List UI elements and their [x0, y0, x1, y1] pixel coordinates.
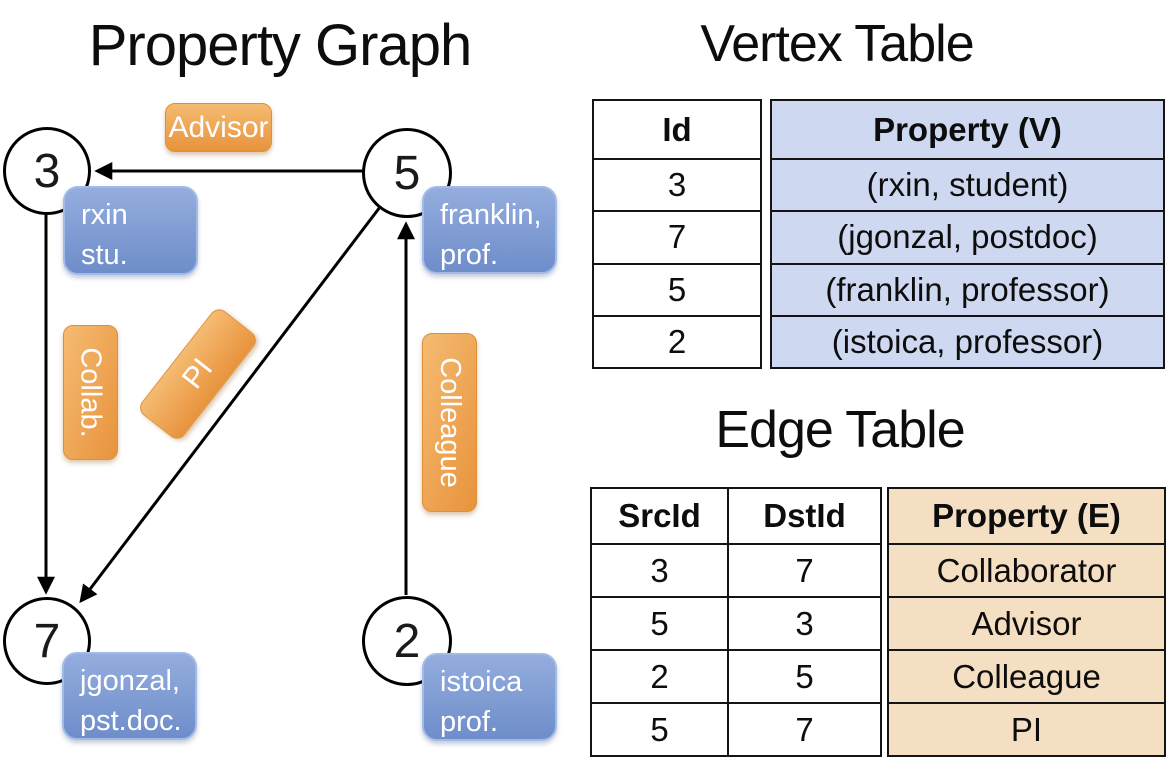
edge-table-title: Edge Table: [715, 401, 965, 459]
vertex-id: 2: [393, 614, 421, 668]
edge-table-property-column: Property (E) Collaborator Advisor Collea…: [887, 487, 1166, 757]
table-cell: 7: [727, 543, 880, 596]
table-cell: 2: [592, 649, 727, 702]
table-cell: 3: [727, 596, 880, 649]
table-cell: PI: [889, 702, 1164, 755]
edge-label-collab: Collab.: [63, 325, 118, 460]
table-cell: (istoica, professor): [772, 314, 1163, 367]
table-cell: Colleague: [889, 649, 1164, 702]
vertex-property-box-rxin: rxin stu.: [63, 186, 198, 275]
vertex-property-line: istoica: [440, 666, 523, 698]
edge-label-text: PI: [175, 352, 220, 396]
vertex-property-line: pst.doc.: [80, 705, 182, 737]
edge-label-advisor: Advisor: [165, 103, 272, 152]
table-cell: 5: [592, 596, 727, 649]
vertex-table-header-id: Id: [662, 110, 692, 148]
vertex-property-box-istoica: istoica prof.: [422, 653, 557, 741]
vertex-property-line: rxin: [81, 199, 128, 231]
edge-table-header-property: Property (E): [932, 497, 1121, 534]
table-cell: 2: [594, 314, 760, 367]
vertex-table-title: Vertex Table: [700, 15, 974, 73]
edge-table-header-dstid: DstId: [727, 489, 880, 543]
table-cell: 5: [594, 262, 760, 315]
vertex-id: 5: [393, 146, 421, 200]
edge-label-text: Colleague: [434, 357, 467, 488]
vertex-property-line: prof.: [440, 239, 499, 271]
vertex-property-line: prof.: [440, 706, 499, 738]
edge-table-id-columns: SrcId DstId 3 7 5 3 2 5 5 7: [590, 487, 882, 757]
table-cell: Advisor: [889, 596, 1164, 649]
vertex-table-header-property: Property (V): [873, 110, 1062, 148]
vertex-id: 3: [33, 144, 61, 198]
edge-label-text: Collab.: [75, 347, 107, 438]
table-cell: 5: [727, 649, 880, 702]
vertex-node-2: 2: [362, 596, 452, 686]
vertex-property-line: franklin,: [440, 199, 542, 231]
table-cell: 5: [592, 702, 727, 755]
vertex-property-line: stu.: [81, 239, 128, 271]
edge-label-text: Advisor: [168, 110, 269, 144]
vertex-property-box-franklin: franklin, prof.: [422, 186, 557, 274]
table-cell: 3: [592, 543, 727, 596]
graph-edges: [37, 162, 415, 604]
table-cell: (franklin, professor): [772, 262, 1163, 315]
edge-5-to-7: [79, 206, 382, 604]
vertex-id: 7: [33, 614, 61, 668]
table-cell: 7: [727, 702, 880, 755]
table-cell: Collaborator: [889, 543, 1164, 596]
table-cell: 3: [594, 158, 760, 210]
vertex-table-id-column: Id 3 7 5 2: [592, 99, 762, 369]
table-cell: 7: [594, 210, 760, 262]
table-cell: (rxin, student): [772, 158, 1163, 210]
vertex-node-5: 5: [362, 128, 452, 218]
edge-label-colleague: Colleague: [422, 333, 477, 512]
vertex-table-property-column: Property (V) (rxin, student) (jgonzal, p…: [770, 99, 1165, 369]
property-graph-title: Property Graph: [88, 13, 473, 78]
vertex-property-box-jgonzal: jgonzal, pst.doc.: [62, 652, 197, 740]
edge-table-header-srcid: SrcId: [618, 497, 701, 534]
table-cell: (jgonzal, postdoc): [772, 210, 1163, 262]
vertex-property-line: jgonzal,: [80, 665, 180, 697]
